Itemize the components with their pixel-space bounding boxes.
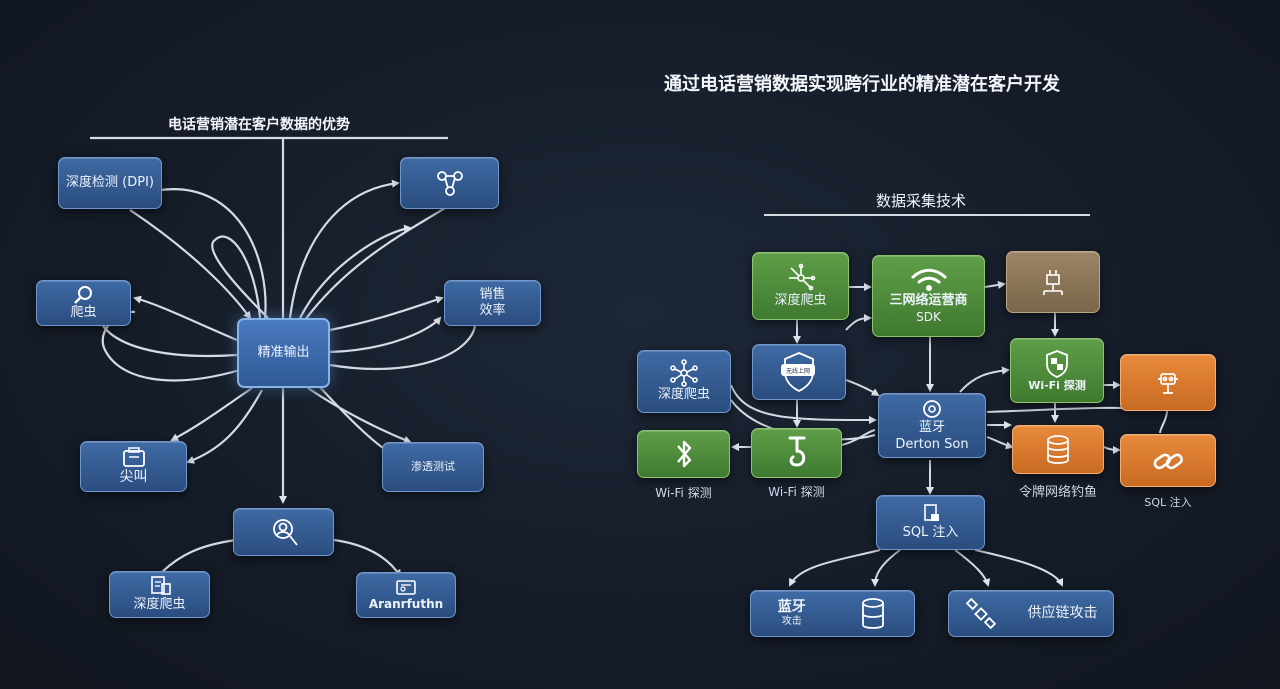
main-title: 通过电话营销数据实现跨行业的精准潜在客户开发 [664, 74, 1060, 95]
shield-check-icon [1046, 349, 1068, 378]
node-orange-robot[interactable] [1120, 354, 1216, 411]
caption-sql-injection-orange: SQL 注入 [1144, 496, 1192, 509]
node-deep-crawler-left-label: 深度爬虫 [133, 597, 186, 613]
database-icon [862, 597, 885, 629]
caption-wifi-probe-2: Wi-Fi 探测 [768, 485, 825, 499]
operator-line1: 三网络运营商 [889, 293, 968, 309]
node-crane-hook[interactable] [751, 428, 842, 478]
node-supply-chain-label: 供应链攻击 [1027, 604, 1098, 621]
node-crawler[interactable]: 爬虫 [36, 280, 131, 326]
node-aranrfuthn[interactable]: Aranrfuthn [356, 572, 456, 618]
node-deep-crawler-left[interactable]: 深度爬虫 [109, 571, 210, 618]
bt-attack-line1: 蓝牙 [777, 598, 806, 615]
robot-icon [1158, 372, 1178, 394]
node-dpi[interactable]: 深度检测 (DPI) [58, 157, 162, 209]
chain-link-icon [1153, 453, 1183, 469]
user-circle-icon [272, 519, 298, 546]
node-wifi-probe-green-label: Wi-Fi 探测 [1028, 378, 1086, 392]
camera-frame-icon [122, 447, 145, 467]
node-deep-crawler-green-label: 深度爬虫 [774, 292, 827, 308]
document-icon [150, 576, 171, 596]
node-tan-circuit[interactable] [1006, 251, 1100, 313]
caption-token-phishing: 令牌网络钓鱼 [1018, 485, 1097, 500]
file-lock-icon [923, 504, 939, 522]
circuit-icon [788, 263, 815, 291]
node-scream-label: 尖叫 [119, 468, 148, 485]
right-connectors [730, 214, 1168, 587]
node-sql-injection[interactable]: SQL 注入 [876, 495, 985, 550]
database-icon [1047, 434, 1069, 464]
right-section-title: 数据采集技术 [876, 192, 967, 210]
left-section-title: 电话营销潜在客户数据的优势 [168, 117, 350, 133]
network-icon [436, 171, 463, 196]
node-pentest[interactable]: 渗透测试 [382, 442, 484, 492]
bluetooth-line2: Derton Son [895, 436, 969, 452]
dashboard-icon [396, 579, 416, 595]
node-user[interactable] [233, 508, 334, 556]
hub-network-icon [670, 359, 698, 388]
node-deep-crawler-blue-label: 深度爬虫 [657, 387, 710, 403]
node-wifi-probe-green[interactable]: Wi-Fi 探测 [1010, 338, 1104, 403]
center-label: 精准输出 [257, 344, 310, 360]
node-bluetooth-hub[interactable]: 蓝牙 Derton Son [878, 393, 986, 458]
node-bluetooth-attack[interactable]: 蓝牙 攻击 [750, 590, 915, 637]
bt-attack-line2: 攻击 [781, 616, 802, 627]
node-bluetooth-green[interactable] [637, 430, 730, 478]
node-sql-injection-orange[interactable] [1120, 434, 1216, 487]
node-deep-crawler-green[interactable]: 深度爬虫 [752, 252, 849, 320]
node-dpi-label: 深度检测 (DPI) [66, 174, 154, 190]
bt-attack-text: 蓝牙 攻击 [778, 599, 806, 629]
node-aranrfuthn-label: Aranrfuthn [368, 596, 444, 611]
node-scream[interactable]: 尖叫 [80, 441, 187, 492]
caption-wifi-probe-1: Wi-Fi 探测 [655, 486, 712, 500]
bluetooth-line1: 蓝牙 [918, 420, 945, 436]
node-supply-chain[interactable]: 供应链攻击 [948, 590, 1114, 637]
node-crawler-label: 爬虫 [70, 304, 97, 320]
node-network[interactable] [400, 157, 499, 209]
node-precise-output[interactable]: 精准输出 [237, 318, 330, 388]
wifi-icon [911, 269, 946, 292]
gear-disk-icon [923, 400, 941, 419]
node-operator-sdk[interactable]: 三网络运营商 SDK [872, 255, 985, 337]
node-token-phishing[interactable] [1012, 425, 1104, 474]
node-sales-efficiency[interactable]: 销售 效率 [444, 280, 541, 326]
magnifier-icon [73, 285, 92, 304]
sales-line2: 效率 [479, 303, 506, 318]
crane-hook-icon [788, 436, 805, 467]
operator-line2: SDK [916, 309, 941, 324]
node-pentest-label: 渗透测试 [411, 460, 455, 474]
left-connectors [90, 136, 477, 578]
shield-tag-label: 无线上网 [781, 364, 815, 376]
node-sql-injection-label: SQL 注入 [902, 525, 959, 541]
circuit-board-icon [1043, 270, 1063, 295]
node-deep-crawler-blue[interactable]: 深度爬虫 [637, 350, 731, 413]
bluetooth-icon [676, 440, 691, 468]
sales-line1: 销售 [479, 286, 506, 302]
satellite-icon [965, 597, 996, 629]
